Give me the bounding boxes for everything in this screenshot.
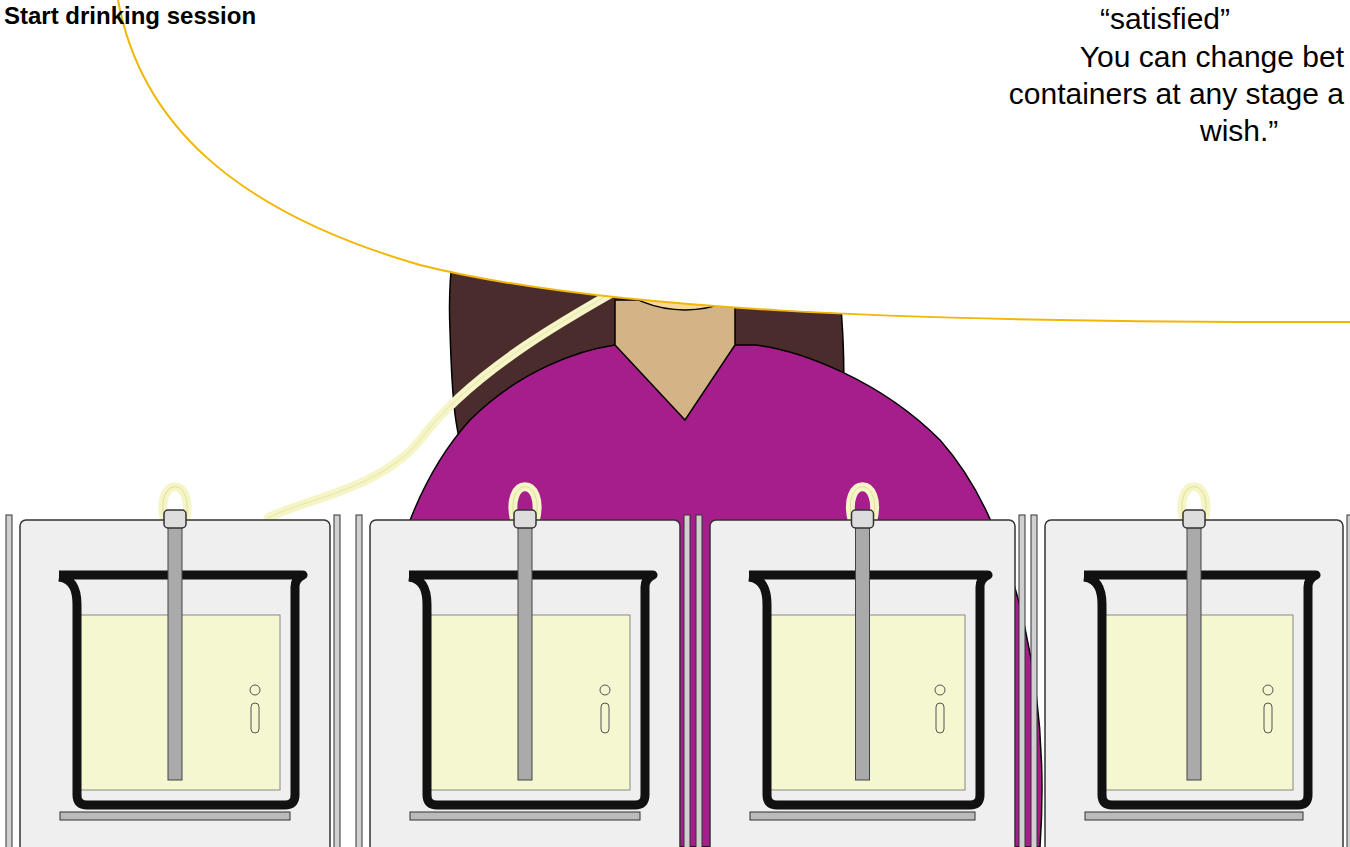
bubble-outline bbox=[118, 0, 1350, 322]
marker-dot bbox=[600, 685, 610, 695]
straw-tube bbox=[518, 518, 532, 780]
marker-bar bbox=[936, 703, 944, 733]
side-rail bbox=[1347, 515, 1350, 847]
marker-dot bbox=[935, 685, 945, 695]
base-plate bbox=[60, 812, 290, 820]
speech-line: wish.” bbox=[1200, 114, 1278, 148]
speech-line: “satisfied” bbox=[1100, 2, 1230, 36]
speech-line: containers at any stage a bbox=[1009, 77, 1344, 111]
neck bbox=[615, 300, 735, 420]
side-rail bbox=[334, 515, 340, 847]
base-plate bbox=[750, 812, 975, 820]
straw-tube bbox=[856, 518, 870, 780]
marker-dot bbox=[250, 685, 260, 695]
tube-cap bbox=[1183, 510, 1205, 528]
tube-cap bbox=[852, 510, 874, 528]
base-plate bbox=[1085, 812, 1303, 820]
bubble-fill bbox=[118, 0, 1350, 322]
marker-bar bbox=[251, 703, 259, 733]
marker-bar bbox=[1264, 703, 1272, 733]
base-plate bbox=[410, 812, 640, 820]
side-rail bbox=[684, 515, 690, 847]
title: Start drinking session bbox=[4, 2, 256, 30]
side-rail bbox=[6, 515, 12, 847]
straw-tube bbox=[168, 518, 182, 780]
side-rail bbox=[1031, 515, 1037, 847]
side-rail bbox=[1019, 515, 1025, 847]
speech-bubble-text: “satisfied” You can change betcontainers … bbox=[0, 0, 1350, 330]
beaker-row bbox=[6, 487, 1350, 847]
speech-bubble bbox=[118, 0, 1350, 322]
speech-line: You can change bet bbox=[1080, 40, 1344, 74]
tube-cap bbox=[514, 510, 536, 528]
marker-bar bbox=[601, 703, 609, 733]
side-rail bbox=[356, 515, 362, 847]
marker-dot bbox=[1263, 685, 1273, 695]
straw-tube bbox=[1187, 518, 1201, 780]
tube-cap bbox=[164, 510, 186, 528]
side-rail bbox=[696, 515, 702, 847]
